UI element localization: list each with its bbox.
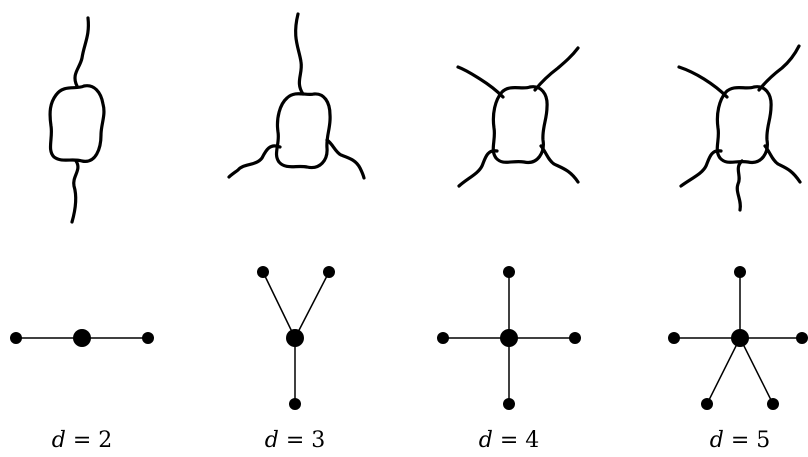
leaf-node-d4-left [437, 332, 449, 344]
leaf-node-d5-left [668, 332, 680, 344]
leaf-node-d4-right [569, 332, 581, 344]
panel-label-var: d [478, 428, 493, 453]
blob-d2 [48, 16, 106, 224]
leaf-node-d5-right [796, 332, 808, 344]
panel-label-var: d [51, 428, 66, 453]
panel-label-var: d [709, 428, 724, 453]
blob-arm-right-d3 [325, 138, 366, 180]
graph-d4 [437, 266, 581, 410]
blob-arm-lower-left-d5 [679, 149, 723, 188]
edge-d5-lower-left [706, 337, 741, 405]
panel-label-value: 2 [98, 428, 113, 453]
hub-node-d3 [286, 329, 304, 347]
blob-arm-upper-left-d5 [677, 65, 729, 99]
leaf-node-d5-lower-left [701, 398, 713, 410]
panel-d4 [437, 46, 581, 410]
blob-arm-upper-right-d5 [757, 44, 801, 92]
hub-node-d2 [73, 329, 91, 347]
leaf-node-d3-bottom [289, 398, 301, 410]
panel-label-equals: = [723, 428, 757, 453]
blob-body-d4 [491, 85, 549, 165]
blob-d4 [456, 46, 580, 188]
blob-arm-lower-right-d4 [539, 144, 580, 184]
blob-arm-upper-left-d4 [456, 65, 505, 99]
blob-arm-top-d3 [294, 12, 305, 96]
blob-arm-left-d3 [227, 144, 282, 179]
panel-d2 [10, 16, 154, 347]
blob-body-d2 [48, 84, 106, 163]
blob-arm-top-d2 [73, 16, 90, 88]
blob-d3 [227, 12, 366, 180]
leaf-node-d2-right [142, 332, 154, 344]
hub-node-d4 [500, 329, 518, 347]
panel-d5 [668, 44, 808, 410]
blob-body-d3 [274, 92, 332, 170]
graph-d3 [257, 266, 335, 410]
panel-label-equals: = [492, 428, 526, 453]
hub-node-d5 [731, 329, 749, 347]
panel-label-equals: = [278, 428, 312, 453]
leaf-node-d3-upper-left [257, 266, 269, 278]
blob-arm-bottom-d5 [735, 159, 744, 212]
panel-label-d4: d = 4 [449, 428, 569, 453]
leaf-node-d2-left [10, 332, 22, 344]
blob-arm-bottom-d2 [70, 159, 80, 224]
edge-d3-upper-right [294, 271, 330, 339]
blob-arm-lower-right-d5 [763, 144, 802, 184]
blob-body-d5 [715, 85, 773, 165]
leaf-node-d5-lower-right [767, 398, 779, 410]
blob-d5 [677, 44, 802, 212]
panel-d3 [227, 12, 366, 410]
leaf-node-d5-top [734, 266, 746, 278]
blob-arm-lower-left-d4 [457, 149, 499, 188]
leaf-node-d4-bottom [503, 398, 515, 410]
graph-d2 [10, 329, 154, 347]
leaf-node-d3-upper-right [323, 266, 335, 278]
panel-label-value: 5 [756, 428, 771, 453]
panel-label-value: 3 [311, 428, 326, 453]
edge-d5-lower-right [739, 337, 774, 405]
panel-label-var: d [264, 428, 279, 453]
blob-arm-upper-right-d4 [533, 46, 580, 92]
panel-label-d5: d = 5 [680, 428, 800, 453]
panel-label-equals: = [65, 428, 99, 453]
panel-label-value: 4 [525, 428, 540, 453]
panel-label-d2: d = 2 [22, 428, 142, 453]
leaf-node-d4-top [503, 266, 515, 278]
edge-d3-upper-left [262, 271, 296, 339]
graph-d5 [668, 266, 808, 410]
panel-label-d3: d = 3 [235, 428, 355, 453]
